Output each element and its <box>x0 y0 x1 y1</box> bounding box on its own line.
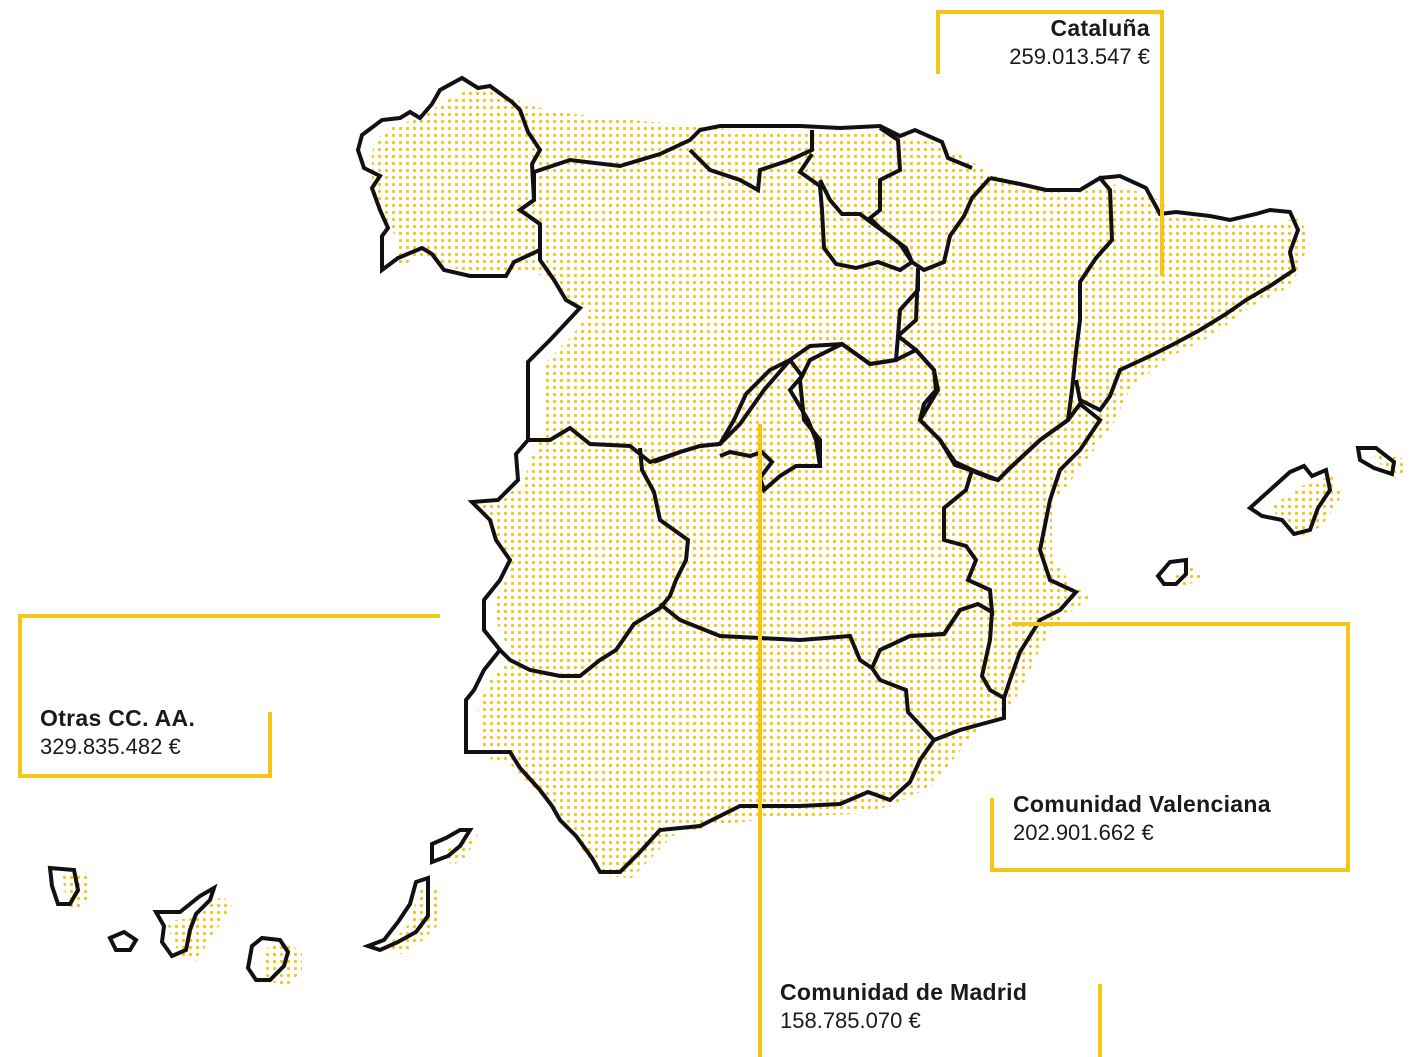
region-andalucia-outline <box>464 648 936 874</box>
region-cataluna-outline <box>1074 173 1301 413</box>
madrid-leader-line <box>758 424 1102 1057</box>
region-name-otras: Otras CC. AA. <box>40 705 196 731</box>
callout-otras: Otras CC. AA. 329.835.482 € <box>40 704 270 760</box>
region-canarias-5-outline <box>362 875 430 953</box>
region-amount-valenciana: 202.901.662 € <box>1013 819 1154 845</box>
region-castilla-mancha-outline <box>653 341 995 671</box>
region-murcia-outline <box>870 602 1006 743</box>
callout-valenciana: Comunidad Valenciana 202.901.662 € <box>1013 790 1343 846</box>
region-name-cataluna: Cataluña <box>1050 15 1150 41</box>
region-name-madrid: Comunidad de Madrid <box>780 979 1028 1005</box>
region-valenciana-outline <box>954 401 1103 701</box>
region-extremadura-outline <box>467 438 691 678</box>
valenciana-leader-line <box>990 622 1350 872</box>
region-canarias-2-outline <box>107 929 139 952</box>
region-amount-madrid: 158.785.070 € <box>780 1007 921 1033</box>
callout-lines <box>18 10 1350 1057</box>
cataluna-leader-line <box>936 10 1164 276</box>
region-canarias-6-outline <box>430 828 474 865</box>
region-baleares-menorca-outline <box>1355 446 1397 477</box>
region-canarias-4-outline <box>245 935 291 982</box>
region-basque-outline <box>799 123 973 170</box>
region-amount-cataluna: 259.013.547 € <box>1009 43 1150 69</box>
callout-cataluna: Cataluña 259.013.547 € <box>960 14 1150 70</box>
region-canarias-1-outline <box>47 865 81 906</box>
callout-madrid: Comunidad de Madrid 158.785.070 € <box>780 978 1098 1034</box>
region-cantabria-outline <box>688 130 814 194</box>
region-baleares-ibiza-outline <box>1155 557 1188 586</box>
region-name-valenciana: Comunidad Valenciana <box>1013 791 1271 817</box>
map-dot-fill <box>62 86 1408 986</box>
map-outlines <box>47 75 1397 982</box>
region-amount-otras: 329.835.482 € <box>40 733 181 759</box>
region-asturias-outline <box>533 124 800 174</box>
otras-leader-line <box>18 614 440 778</box>
region-larioja-outline <box>797 152 915 273</box>
region-canarias-3-outline <box>152 883 218 959</box>
region-baleares-mallorca-outline <box>1246 463 1333 537</box>
